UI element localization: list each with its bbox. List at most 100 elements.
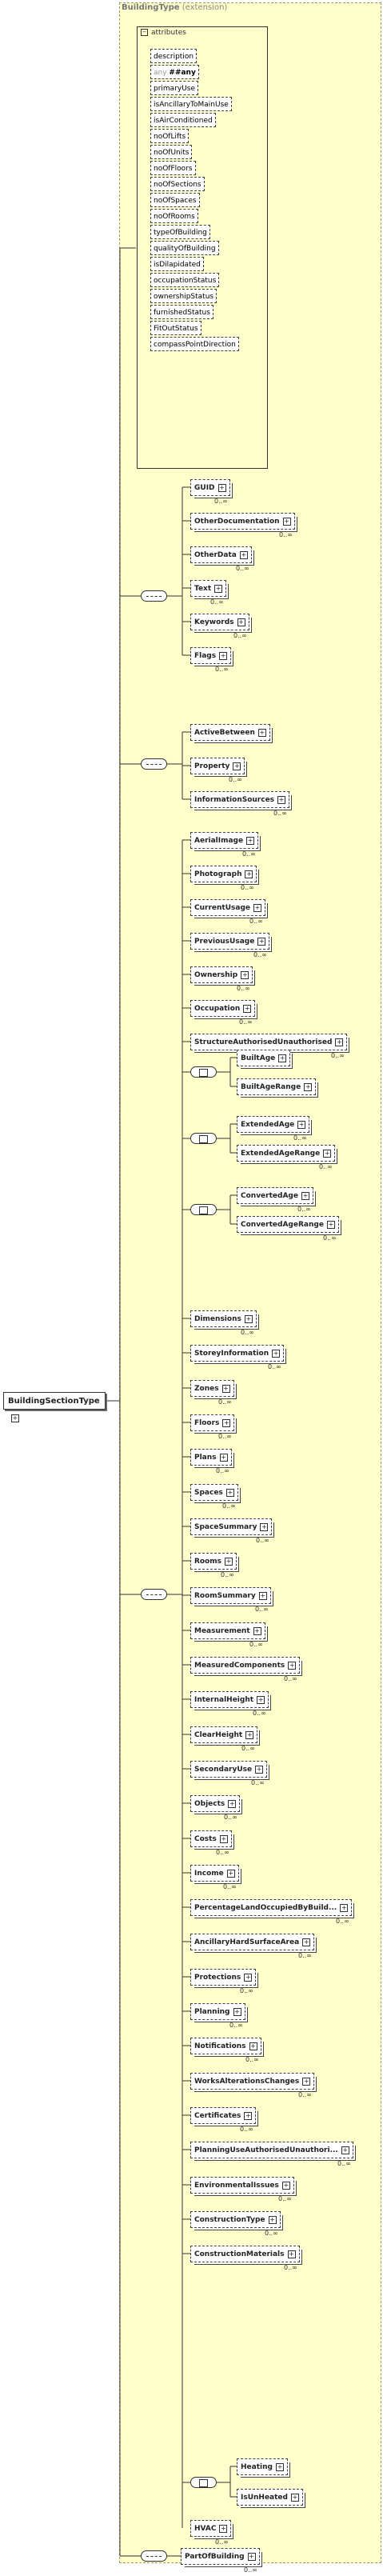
plus-icon[interactable]: + bbox=[301, 1191, 309, 1200]
choice-compositor[interactable] bbox=[190, 2477, 217, 2488]
plus-icon[interactable]: + bbox=[233, 2007, 241, 2016]
plus-icon[interactable]: + bbox=[219, 1453, 228, 1462]
element-g4-14[interactable]: Objects+ bbox=[190, 1795, 241, 1812]
choice-compositor[interactable] bbox=[190, 1066, 217, 1078]
element-g4-4[interactable]: Plans+ bbox=[190, 1449, 232, 1466]
plus-icon[interactable]: + bbox=[272, 1349, 281, 1358]
plus-icon[interactable]: + bbox=[245, 1730, 254, 1739]
element-heat-a[interactable]: Heating+ bbox=[237, 2458, 288, 2475]
element-g4-8[interactable]: RoomSummary+ bbox=[190, 1587, 271, 1604]
plus-icon[interactable]: + bbox=[217, 483, 226, 492]
element-g4-0[interactable]: Dimensions+ bbox=[190, 1310, 257, 1327]
element-g1-2[interactable]: InformationSources+ bbox=[190, 791, 290, 808]
element-choice2-b[interactable]: ConvertedAgeRange+ bbox=[237, 1216, 339, 1233]
plus-icon[interactable]: + bbox=[257, 937, 266, 946]
element-g4-22[interactable]: WorksAlterationsChanges+ bbox=[190, 2073, 315, 2090]
attribute-item[interactable]: typeOfBuilding bbox=[150, 225, 210, 239]
element-outside[interactable]: PartOfBuilding+ bbox=[181, 2548, 260, 2565]
plus-icon[interactable]: + bbox=[244, 1314, 253, 1323]
plus-icon[interactable]: + bbox=[288, 1661, 297, 1670]
plus-icon[interactable]: + bbox=[247, 2552, 256, 2561]
plus-icon[interactable]: + bbox=[278, 1054, 287, 1062]
sequence-compositor[interactable] bbox=[141, 758, 167, 770]
element-g4-21[interactable]: Notifications+ bbox=[190, 2038, 261, 2054]
element-g4-10[interactable]: MeasuredComponents+ bbox=[190, 1657, 301, 1674]
element-g4-11[interactable]: InternalHeight+ bbox=[190, 1691, 269, 1708]
plus-icon[interactable]: + bbox=[219, 2524, 228, 2533]
element-g4-1[interactable]: StoreyInformation+ bbox=[190, 1345, 285, 1362]
attribute-item[interactable]: noOfSpaces bbox=[150, 193, 200, 207]
element-g0-5[interactable]: Flags+ bbox=[190, 647, 232, 664]
plus-icon[interactable]: + bbox=[219, 651, 228, 660]
plus-icon[interactable]: + bbox=[281, 2181, 290, 2190]
plus-icon[interactable]: + bbox=[290, 2493, 299, 2502]
element-g2-2[interactable]: CurrentUsage+ bbox=[190, 899, 265, 916]
sequence-compositor[interactable] bbox=[141, 2550, 167, 2562]
plus-icon[interactable]: + bbox=[302, 2077, 311, 2086]
attribute-item[interactable]: compassPointDirection bbox=[150, 337, 239, 351]
plus-icon[interactable]: + bbox=[246, 836, 255, 845]
attribute-item[interactable]: furnishedStatus bbox=[150, 305, 213, 319]
attribute-item[interactable]: qualityOfBuilding bbox=[150, 241, 219, 255]
sequence-compositor[interactable] bbox=[141, 1589, 167, 1600]
attribute-item[interactable]: ownershipStatus bbox=[150, 289, 217, 303]
plus-icon[interactable]: + bbox=[214, 584, 223, 593]
element-choice1-b[interactable]: ExtendedAgeRange+ bbox=[237, 1145, 336, 1162]
plus-icon[interactable]: + bbox=[323, 1149, 332, 1158]
plus-icon[interactable]: + bbox=[275, 2462, 284, 2471]
element-g4-26[interactable]: ConstructionType+ bbox=[190, 2211, 281, 2228]
plus-icon[interactable]: + bbox=[244, 1973, 253, 1982]
element-g1-0[interactable]: ActiveBetween+ bbox=[190, 724, 270, 741]
attributes-header[interactable]: −attributes bbox=[141, 29, 186, 37]
plus-icon[interactable]: + bbox=[219, 1834, 228, 1843]
plus-icon[interactable]: + bbox=[244, 2111, 253, 2120]
attribute-item[interactable]: occupationStatus bbox=[150, 273, 220, 287]
plus-icon[interactable]: + bbox=[282, 517, 291, 526]
element-g2-5[interactable]: Occupation+ bbox=[190, 1000, 256, 1017]
element-g2-6[interactable]: StructureAuthorisedUnauthorised+ bbox=[190, 1034, 348, 1050]
plus-icon[interactable]: + bbox=[277, 795, 286, 804]
element-g4-5[interactable]: Spaces+ bbox=[190, 1484, 238, 1501]
element-g4-24[interactable]: PlanningUseAuthorisedUnauthori...+ bbox=[190, 2142, 353, 2158]
element-choice1-a[interactable]: ExtendedAge+ bbox=[237, 1116, 310, 1133]
element-g0-0[interactable]: GUID+ bbox=[190, 479, 230, 496]
element-choice0-b[interactable]: BuiltAgeRange+ bbox=[237, 1078, 317, 1095]
plus-icon[interactable]: + bbox=[243, 1004, 252, 1013]
plus-icon[interactable]: + bbox=[241, 970, 249, 979]
element-g0-4[interactable]: Keywords+ bbox=[190, 614, 249, 630]
attribute-item[interactable]: isAirConditioned bbox=[150, 113, 216, 127]
choice-compositor[interactable] bbox=[190, 1133, 217, 1144]
plus-icon[interactable]: + bbox=[225, 1488, 234, 1497]
plus-icon[interactable]: + bbox=[341, 2146, 349, 2154]
element-g2-3[interactable]: PreviousUsage+ bbox=[190, 933, 270, 950]
root-element[interactable]: BuildingSectionType+ bbox=[3, 1392, 106, 1422]
choice-compositor[interactable] bbox=[190, 1204, 217, 1215]
element-g2-1[interactable]: Photograph+ bbox=[190, 866, 257, 882]
attribute-item[interactable]: noOfFloors bbox=[150, 161, 196, 175]
plus-icon[interactable]: + bbox=[257, 728, 266, 737]
plus-icon[interactable]: + bbox=[340, 1903, 349, 1912]
element-g4-16[interactable]: Income+ bbox=[190, 1865, 239, 1882]
attribute-item[interactable]: noOfLifts bbox=[150, 129, 190, 143]
plus-icon[interactable]: + bbox=[11, 1414, 19, 1422]
attribute-item[interactable]: description bbox=[150, 49, 197, 63]
element-heat-b[interactable]: IsUnHeated+ bbox=[237, 2489, 303, 2506]
element-g4-20[interactable]: Planning+ bbox=[190, 2003, 245, 2020]
element-g0-3[interactable]: Text+ bbox=[190, 580, 227, 597]
plus-icon[interactable]: + bbox=[253, 1626, 261, 1635]
plus-icon[interactable]: + bbox=[258, 1591, 267, 1600]
plus-icon[interactable]: + bbox=[233, 762, 241, 770]
plus-icon[interactable]: + bbox=[226, 1869, 235, 1878]
plus-icon[interactable]: + bbox=[222, 1418, 231, 1427]
element-g4-7[interactable]: Rooms+ bbox=[190, 1553, 237, 1570]
element-g4-3[interactable]: Floors+ bbox=[190, 1414, 235, 1431]
attribute-item[interactable]: primaryUse bbox=[150, 81, 199, 95]
plus-icon[interactable]: + bbox=[239, 550, 248, 559]
element-g4-12[interactable]: ClearHeight+ bbox=[190, 1726, 258, 1743]
element-g0-2[interactable]: OtherData+ bbox=[190, 546, 252, 563]
element-g4-9[interactable]: Measurement+ bbox=[190, 1622, 265, 1639]
plus-icon[interactable]: + bbox=[297, 1120, 306, 1129]
sequence-compositor[interactable] bbox=[141, 590, 167, 602]
attribute-item[interactable]: isDilapidated bbox=[150, 257, 204, 271]
plus-icon[interactable]: + bbox=[304, 1082, 313, 1091]
